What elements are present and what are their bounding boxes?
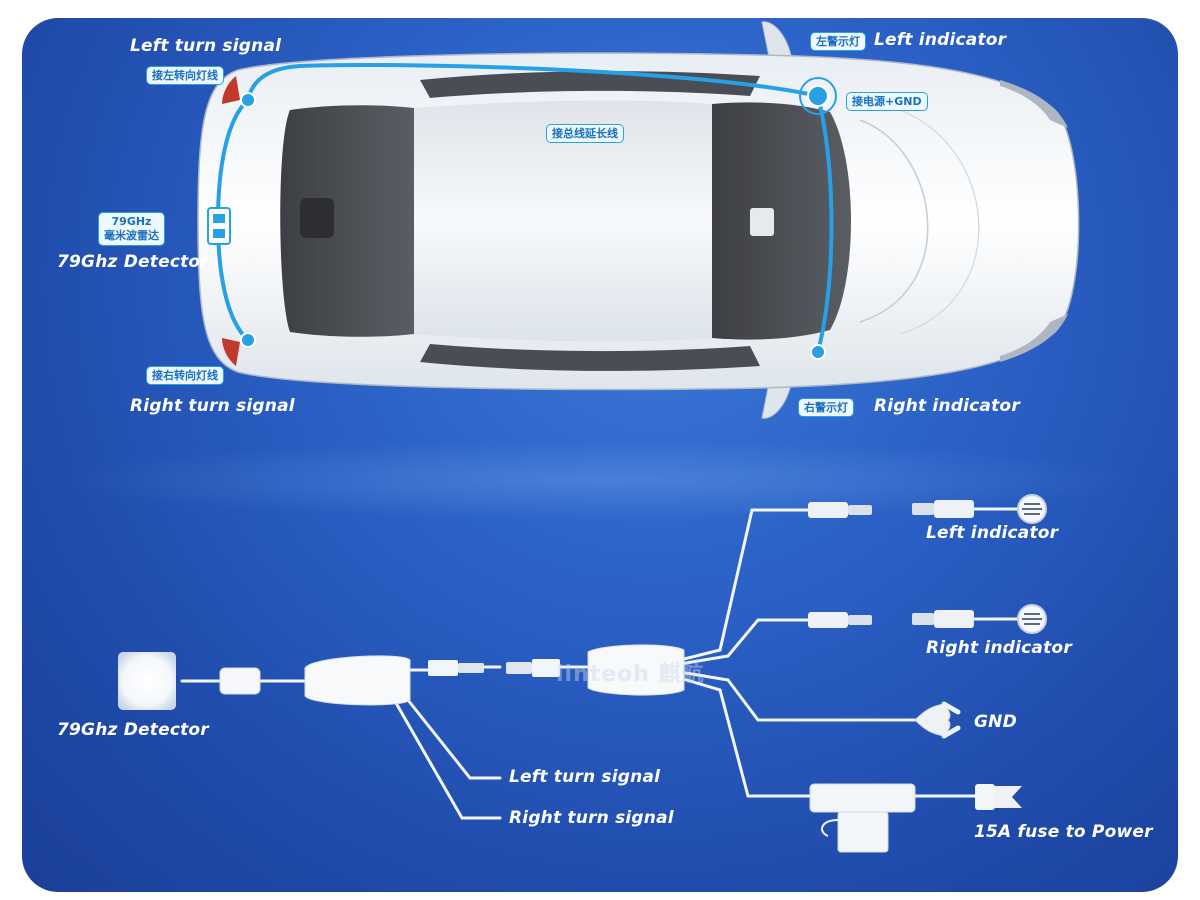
wiring-fuse-label: 15A fuse to Power [974, 822, 1153, 842]
wiring-left-turn-signal-label: Left turn signal [509, 767, 661, 787]
right-indicator-point [810, 344, 826, 360]
junction-module-2 [587, 644, 685, 696]
windshield [712, 102, 851, 340]
wiring-right-indicator-label: Right indicator [926, 638, 1072, 658]
fuse-holder [809, 783, 916, 813]
radar-cn-line1: 79GHz [111, 215, 152, 228]
watermark: linteoh 麒航 [556, 662, 705, 687]
wiring-components [118, 494, 1047, 853]
wiring-gnd-label: GND [974, 712, 1017, 732]
bus-extension-wire [246, 63, 820, 102]
front-wire [816, 94, 834, 354]
ferrite-core [219, 667, 261, 695]
radar-cn-tag: 79GHz 毫米波雷达 [98, 212, 165, 246]
radar-cn-line2: 毫米波雷达 [104, 229, 159, 242]
wiring-detector-label: 79Ghz Detector [57, 720, 209, 740]
left-indicator-cn-tag: 左警示灯 [810, 32, 866, 51]
wiring-left-indicator-label: Left indicator [926, 523, 1059, 543]
car-detector-label: 79Ghz Detector [57, 252, 209, 272]
rear-brake-light [300, 198, 334, 238]
power-gnd-cn-tag: 接电源+GND [846, 92, 928, 111]
gnd-terminal [914, 703, 951, 737]
right-side-window [420, 344, 760, 371]
right-turn-signal-wire [390, 694, 502, 820]
fuse-wire [678, 676, 812, 798]
rear-window [280, 105, 414, 337]
right-turn-signal-label: Right turn signal [130, 396, 295, 416]
left-turn-signal-point [240, 92, 256, 108]
bus-extension-cn-tag: 接总线延长线 [546, 124, 624, 143]
left-indicator-label: Left indicator [874, 30, 1007, 50]
car-connection-points [240, 85, 829, 360]
power-gnd-ring [799, 77, 837, 115]
wiring-right-turn-signal-label: Right turn signal [509, 808, 674, 828]
left-turn-signal-wire [398, 688, 502, 780]
power-gnd-point [807, 85, 829, 107]
car-detector [207, 207, 231, 245]
right-indicator-wire [678, 618, 810, 666]
junction-module-1 [304, 655, 411, 706]
roof [414, 100, 712, 342]
connector-female [506, 662, 532, 674]
fuse-plug [975, 784, 995, 810]
gnd-wire [678, 670, 917, 722]
mirror-mount [750, 208, 774, 236]
left-turn-signal-label: Left turn signal [130, 36, 282, 56]
left-indicator-wire [678, 508, 810, 662]
left-taillight [222, 76, 240, 104]
right-indicator-plug [808, 612, 848, 628]
right-indicator-cn-tag: 右警示灯 [798, 398, 854, 417]
right-turn-signal-cn-tag: 接右转向灯线 [146, 366, 224, 385]
wiring-harness [180, 508, 977, 820]
left-turn-signal-cn-tag: 接左转向灯线 [146, 66, 224, 85]
left-indicator-plug [808, 502, 848, 518]
right-turn-signal-point [240, 332, 256, 348]
right-taillight [222, 338, 240, 366]
car-top-view [197, 21, 1080, 419]
detector-unit [118, 652, 176, 710]
right-indicator-label: Right indicator [874, 396, 1020, 416]
connector-male [428, 660, 458, 676]
